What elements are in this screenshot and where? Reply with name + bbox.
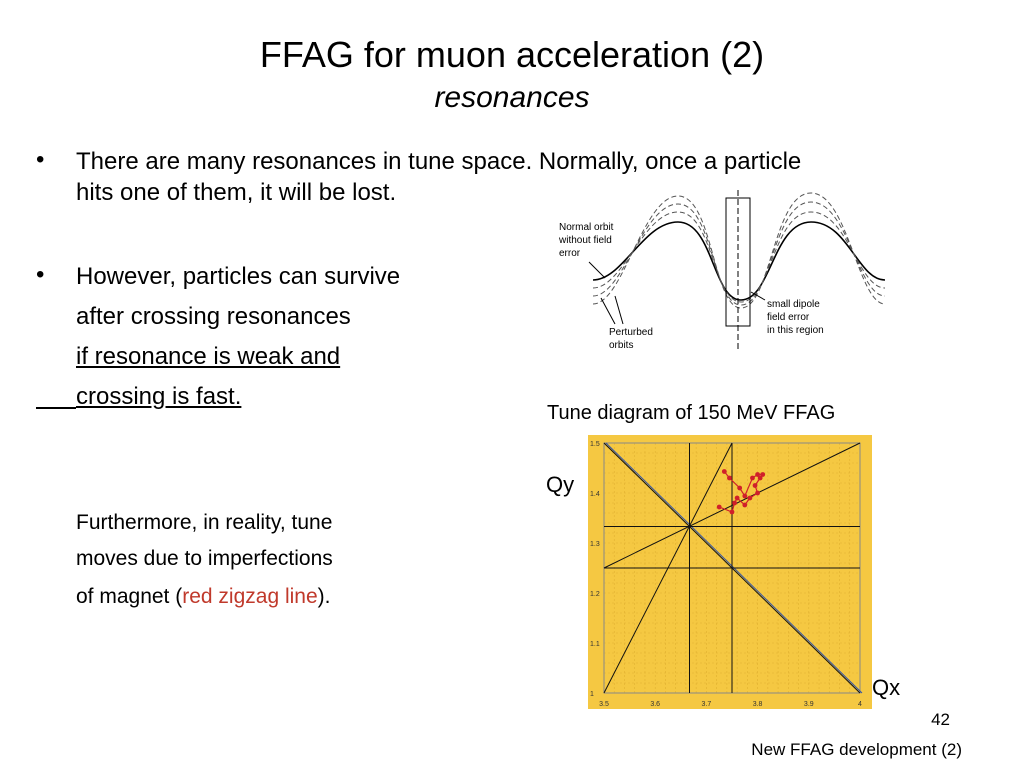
tune-trace-point: [742, 493, 748, 499]
tune-trace-point: [750, 475, 755, 481]
tune-trace-point: [755, 490, 760, 496]
y-tick-label: 1.3: [590, 541, 600, 548]
bullet-2-line-2: after crossing resonances: [76, 303, 351, 330]
tune-trace-point: [734, 495, 740, 501]
arrow-dipole: [750, 291, 766, 301]
slide-subtitle: resonances: [434, 81, 590, 114]
y-tick-label: 1: [590, 691, 594, 698]
arrow-perturbed: [600, 297, 616, 325]
perturbed-orbit-curve: [592, 192, 886, 309]
normal-orbit-curve: [592, 221, 886, 301]
tune-trace-point: [755, 472, 760, 477]
tune-trace-point: [752, 483, 758, 488]
note-red-highlight: red zigzag line: [182, 585, 318, 608]
tune-trace-line: [718, 471, 764, 513]
label-normal-orbit-3: error: [559, 248, 581, 259]
resonance-lines: [603, 442, 863, 694]
perturbed-orbit-curve: [592, 211, 886, 303]
tune-diagram: 3.5 3.6 3.7 3.8 3.9 4 1 1.1 1.2 1.3 1.4 1.5: [588, 435, 872, 709]
note-line-2: moves due to imperfections: [76, 547, 333, 570]
tune-trace-point: [729, 509, 735, 515]
x-tick-label: 3.6: [650, 701, 660, 708]
bullet-2-line-1: However, particles can survive: [76, 263, 401, 290]
y-tick-label: 1.5: [590, 441, 600, 448]
y-tick-label: 1.1: [590, 641, 600, 648]
label-normal-orbit-2: without field: [558, 235, 612, 246]
note-line-3-post: ).: [317, 585, 331, 608]
perturbed-orbit-curve: [592, 201, 886, 306]
arrow-normal-orbit: [588, 261, 606, 279]
x-tick-label: 3.5: [599, 701, 609, 708]
x-tick-label: 4: [858, 701, 862, 708]
bullet-2-line-3: if resonance is weak and: [76, 343, 341, 370]
note-line-3: of magnet (red zigzag line).: [76, 584, 330, 610]
note-line-1: Furthermore, in reality, tune: [76, 511, 333, 534]
label-dipole-1: small dipole: [767, 299, 820, 310]
bullet-1-line-1: There are many resonances in tune space.…: [76, 148, 802, 175]
underline-indent: [36, 407, 76, 409]
tune-trace-point: [716, 504, 722, 510]
x-tick-label: 3.7: [702, 701, 712, 708]
label-dipole-3: in this region: [767, 325, 824, 336]
note-line-3-pre: of magnet (: [76, 585, 183, 608]
tune-trace-point: [727, 475, 732, 481]
label-normal-orbit-1: Normal orbit: [559, 222, 614, 233]
tune-diagram-ylabel: Qy: [546, 472, 575, 497]
label-dipole-2: field error: [767, 312, 810, 323]
tune-diagram-xlabel: Qx: [872, 675, 901, 700]
slide-title: FFAG for muon acceleration (2): [259, 34, 765, 75]
tune-trace-point: [757, 475, 763, 481]
arrow-perturbed: [614, 295, 624, 325]
tune-diagram-background: [588, 435, 872, 709]
y-tick-label: 1.4: [590, 491, 600, 498]
label-perturbed-2: orbits: [609, 340, 633, 351]
bullet-1-line-2: hits one of them, it will be lost.: [76, 179, 397, 206]
y-tick-label: 1.2: [590, 591, 600, 598]
orbit-figure: Normal orbit without field error Perturb…: [558, 190, 886, 351]
tune-trace-point: [732, 500, 737, 506]
bullet-marker: •: [36, 261, 45, 288]
tune-trace-point: [737, 485, 743, 491]
tune-trace-point: [747, 495, 753, 501]
footer-text: New FFAG development (2): [751, 740, 962, 759]
tune-trace-point: [760, 472, 766, 477]
tune-diagram-caption: Tune diagram of 150 MeV FFAG: [547, 402, 836, 424]
x-tick-label: 3.8: [753, 701, 763, 708]
bullet-2-line-4: crossing is fast.: [76, 383, 242, 410]
tune-trace-point: [721, 469, 727, 474]
slide-number: 42: [931, 710, 950, 729]
tune-trace-point: [742, 502, 748, 508]
tune-trace: [716, 469, 766, 515]
bullet-marker: •: [36, 146, 45, 173]
tune-ticks: 3.5 3.6 3.7 3.8 3.9 4 1 1.1 1.2 1.3 1.4 1.5: [590, 441, 862, 708]
x-tick-label: 3.9: [804, 701, 814, 708]
label-perturbed-1: Perturbed: [609, 327, 653, 338]
